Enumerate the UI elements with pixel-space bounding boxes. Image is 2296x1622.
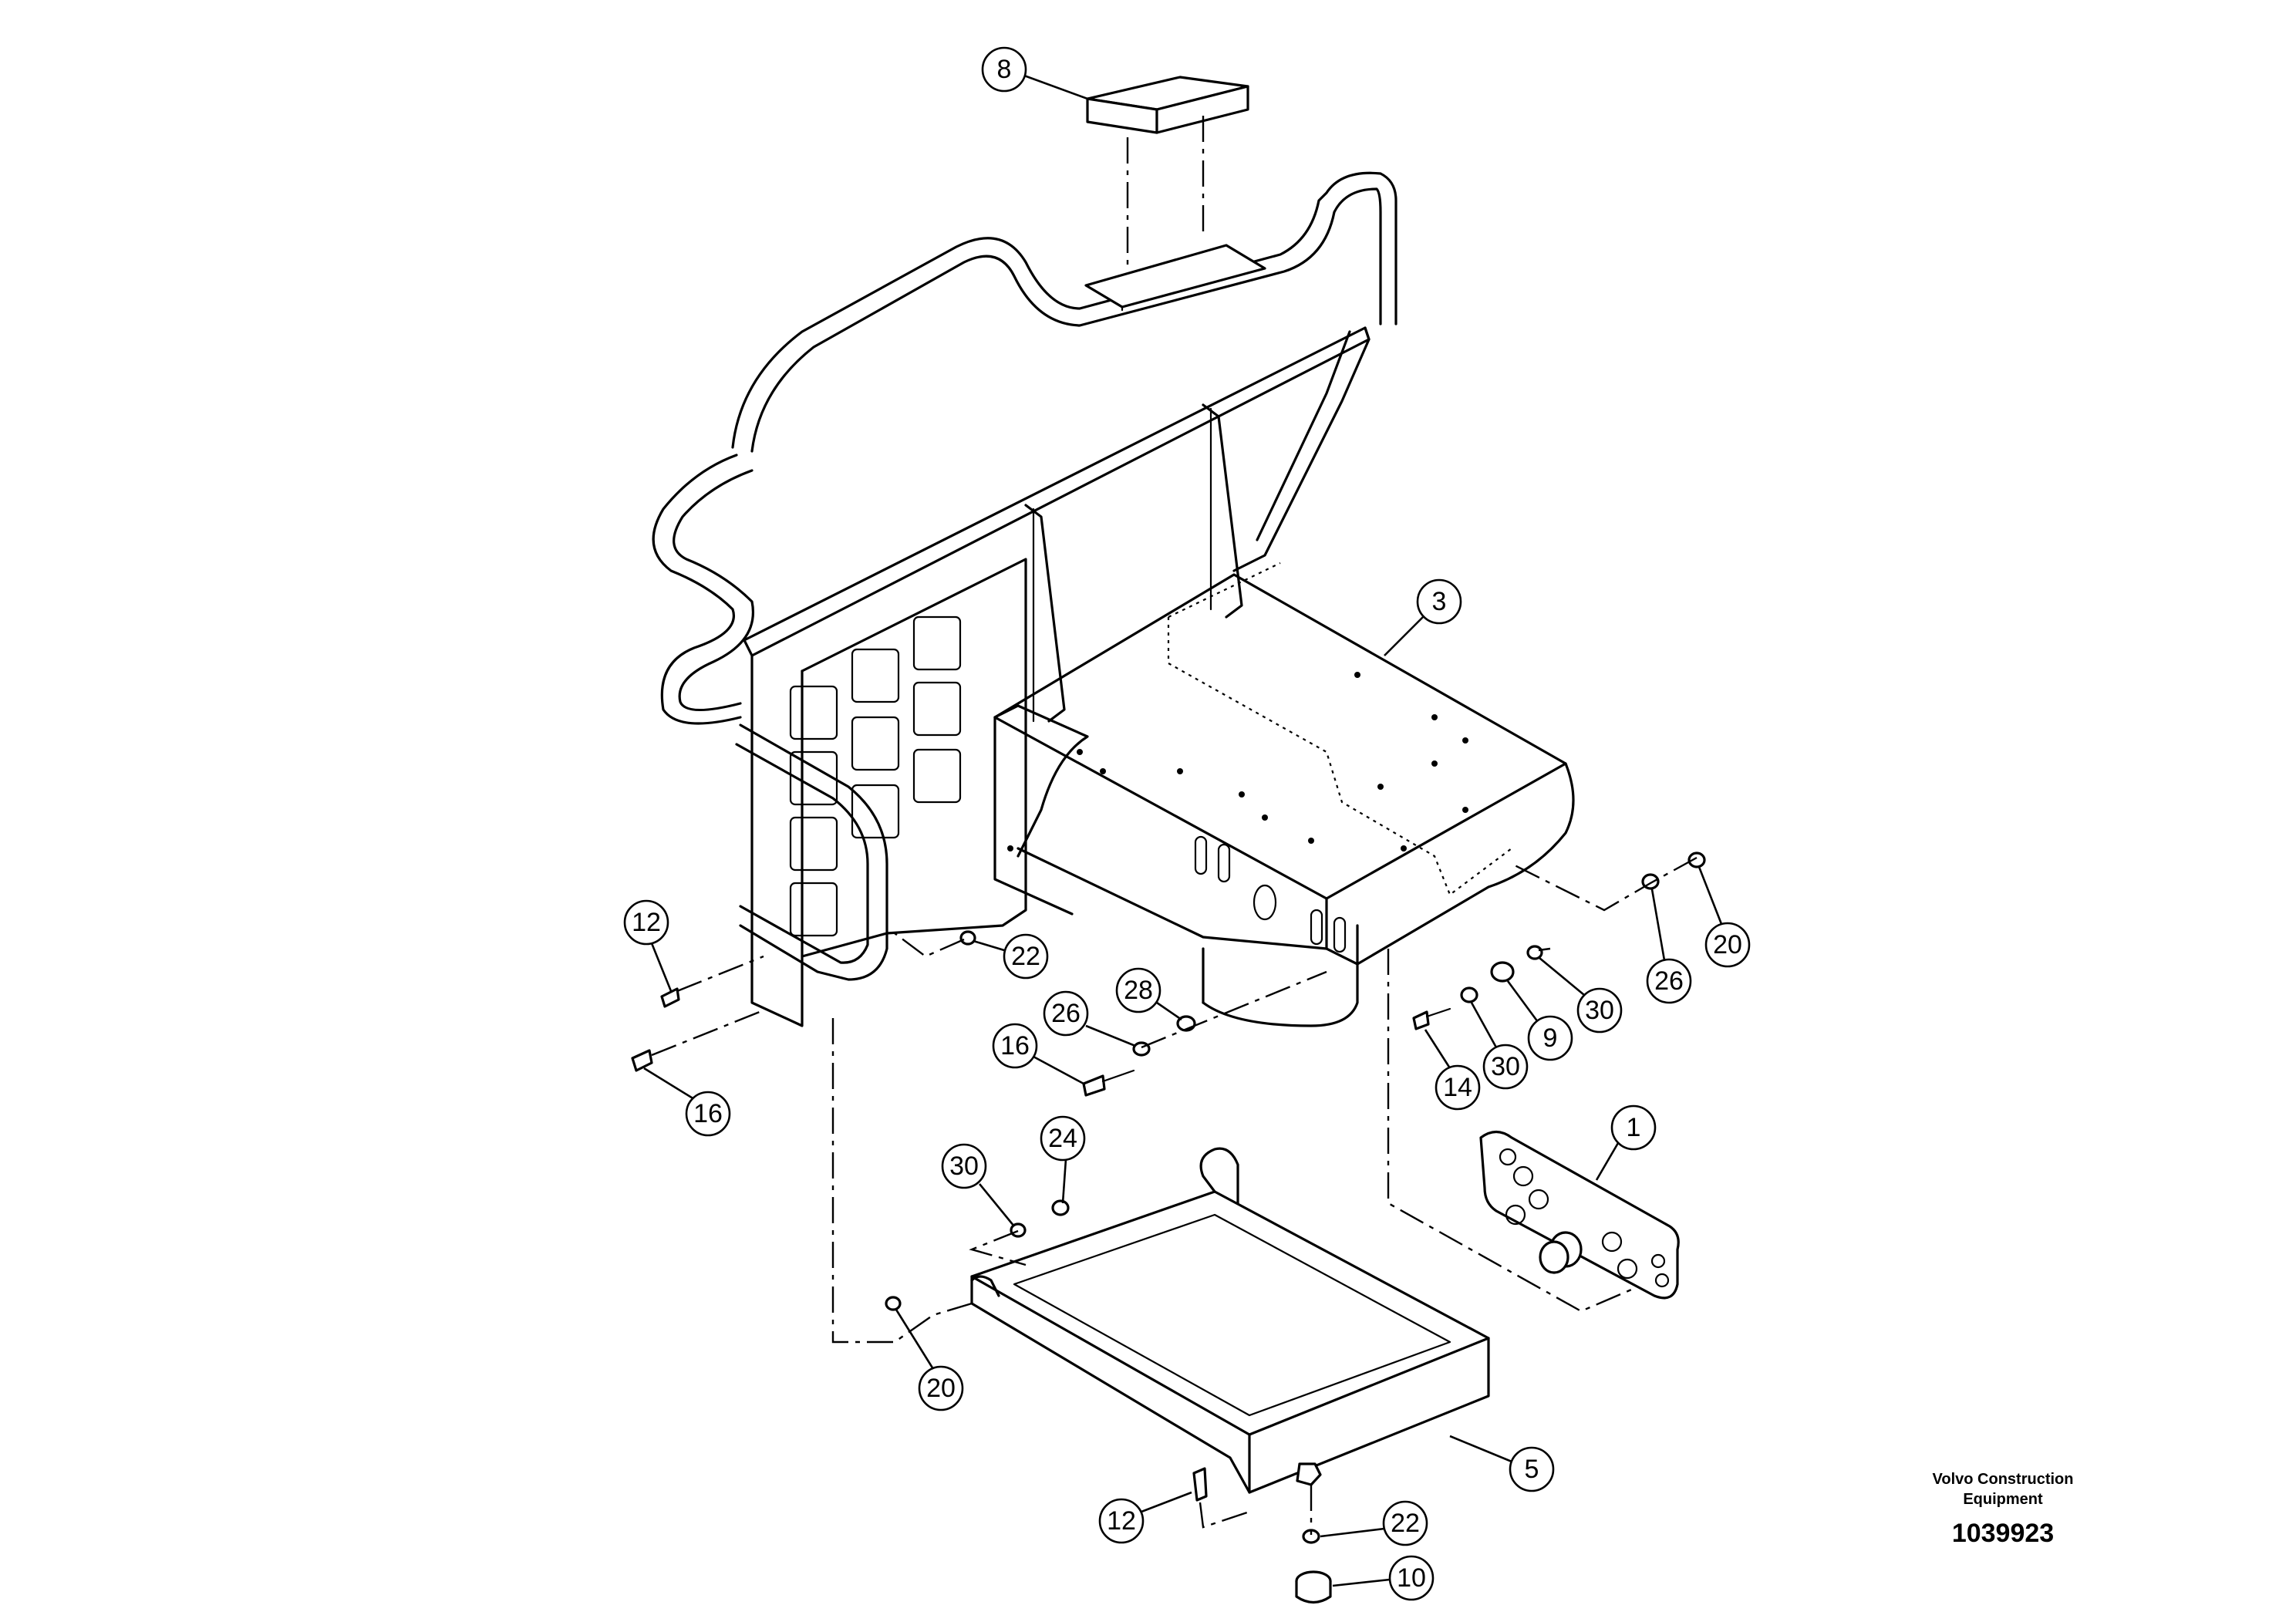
assembly-lines [651, 856, 1698, 1535]
callout-8-label: 8 [997, 55, 1012, 84]
callout-26a: 26 [1043, 990, 1136, 1047]
callout-14: 14 [1424, 1029, 1481, 1111]
callout-12a-label: 12 [632, 908, 661, 937]
callout-20b: 20 [895, 1309, 964, 1411]
callout-16a-label: 16 [693, 1099, 723, 1128]
back-panel [735, 326, 1371, 1027]
callout-20a: 20 [1698, 866, 1751, 968]
manufacturer-name-line1: Volvo Construction [1932, 1471, 2074, 1488]
callout-16a: 16 [643, 1067, 731, 1137]
callout-30c-label: 30 [949, 1152, 979, 1181]
part-1-plate [1479, 1130, 1680, 1300]
callout-24-label: 24 [1048, 1124, 1077, 1153]
callout-14-label: 14 [1443, 1073, 1472, 1102]
fasteners [631, 851, 1706, 1604]
callout-30b: 30 [1470, 1002, 1529, 1090]
callout-30b-label: 30 [1491, 1052, 1520, 1081]
callout-30a: 30 [1539, 956, 1623, 1034]
callout-9: 9 [1506, 980, 1573, 1061]
callout-5-label: 5 [1525, 1455, 1539, 1484]
callout-12a: 12 [623, 899, 673, 992]
callout-22a: 22 [973, 933, 1049, 980]
callout-1-label: 1 [1627, 1113, 1641, 1142]
callout-22a-label: 22 [1011, 942, 1040, 971]
callout-26b: 26 [1646, 889, 1692, 1004]
part-8-pad [1086, 76, 1249, 270]
callout-1: 1 [1595, 1104, 1657, 1181]
callout-10-label: 10 [1397, 1563, 1426, 1593]
callout-16b: 16 [992, 1023, 1084, 1085]
callout-16b-label: 16 [1000, 1031, 1030, 1061]
callout-8: 8 [981, 46, 1088, 100]
part-3-bracket [993, 562, 1575, 1027]
callout-26b-label: 26 [1654, 966, 1684, 996]
callout-5: 5 [1449, 1435, 1555, 1492]
drawing-number: 1039923 [1951, 1519, 2055, 1548]
part-5-tray [970, 1147, 1490, 1494]
callout-28-label: 28 [1124, 976, 1153, 1005]
handrail-frame [652, 171, 1397, 725]
callout-20b-label: 20 [926, 1374, 956, 1403]
callout-9-label: 9 [1543, 1023, 1558, 1053]
callout-30c: 30 [941, 1143, 1016, 1227]
callout-12b: 12 [1098, 1491, 1192, 1544]
callout-26a-label: 26 [1051, 999, 1081, 1028]
callout-28: 28 [1115, 967, 1182, 1021]
callout-24: 24 [1040, 1115, 1086, 1204]
callout-22b: 22 [1320, 1500, 1428, 1546]
callout-3: 3 [1384, 578, 1462, 656]
callout-10: 10 [1332, 1555, 1435, 1601]
callout-20a-label: 20 [1713, 930, 1742, 959]
callout-22b-label: 22 [1391, 1509, 1420, 1538]
title-block: Volvo Construction Equipment 1039923 [1872, 1469, 2134, 1549]
callout-12b-label: 12 [1107, 1506, 1136, 1536]
callout-30a-label: 30 [1585, 996, 1614, 1025]
manufacturer-name-line2: Equipment [1963, 1491, 2043, 1508]
callout-3-label: 3 [1432, 587, 1447, 616]
